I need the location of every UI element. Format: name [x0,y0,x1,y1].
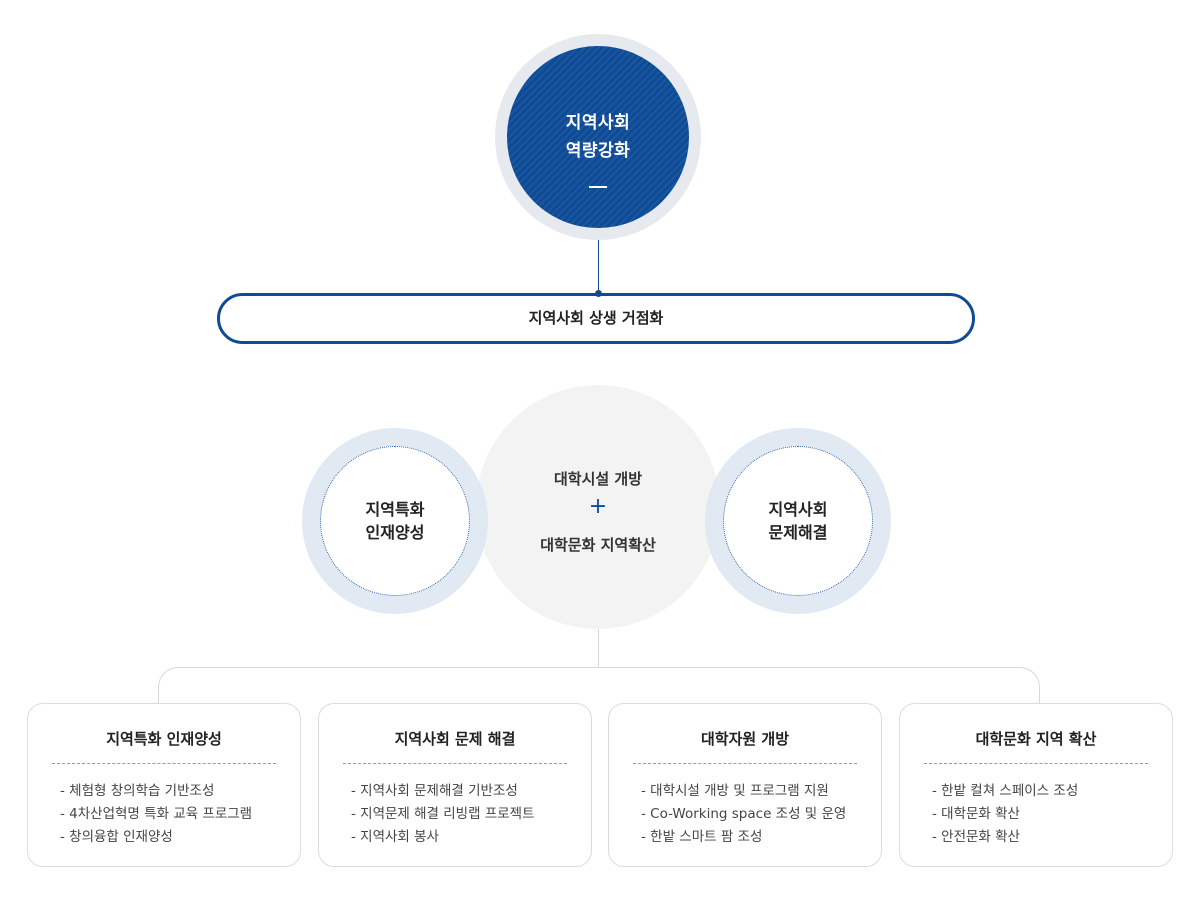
list-item: - 체험형 창의학습 기반조성 [60,783,215,799]
card-culture-spread: 대학문화 지역 확산 - 한밭 컬쳐 스페이스 조성 - 대학문화 확산 - 안… [899,703,1173,867]
center-line2: 대학문화 지역확산 [540,536,656,554]
list-item: - Co-Working space 조성 및 운영 [641,806,847,822]
center-line1: 대학시설 개방 [553,470,643,488]
plus-icon: + [588,494,608,519]
list-item: - 지역사회 봉사 [351,829,439,845]
right-circle [723,446,873,596]
right-circle-line1: 지역사회 [768,500,828,519]
list-item: - 대학문화 확산 [932,806,1020,822]
card-divider [924,763,1148,764]
connector-line-top [598,240,599,294]
left-circle-line1: 지역특화 [365,500,425,519]
card-list: - 지역사회 문제해결 기반조성 - 지역문제 해결 리빙랩 프로젝트 - 지역… [351,780,535,849]
top-circle-line2: 역량강화 [565,141,631,161]
card-title: 대학자원 개방 [700,730,790,748]
hub-pill: 지역사회 상생 거점화 [217,293,975,344]
card-talent: 지역특화 인재양성 - 체험형 창의학습 기반조성 - 4차산업혁명 특화 교육… [27,703,301,867]
list-item: - 한밭 스마트 팜 조성 [641,829,763,845]
card-list: - 체험형 창의학습 기반조성 - 4차산업혁명 특화 교육 프로그램 - 창의… [60,780,252,849]
dash-mark [589,186,607,188]
connector-dot [595,290,602,297]
card-divider [633,763,857,764]
top-circle-line1: 지역사회 [565,113,631,133]
list-item: - 지역사회 문제해결 기반조성 [351,783,518,799]
card-list: - 대학시설 개방 및 프로그램 지원 - Co-Working space 조… [641,780,846,849]
top-circle: 지역사회 역량강화 [507,46,689,228]
card-title: 대학문화 지역 확산 [975,730,1097,748]
card-divider [52,763,276,764]
card-resource-opening: 대학자원 개방 - 대학시설 개방 및 프로그램 지원 - Co-Working… [608,703,882,867]
list-item: - 한밭 컬쳐 스페이스 조성 [932,783,1079,799]
list-item: - 창의융합 인재양성 [60,829,173,845]
list-item: - 지역문제 해결 리빙랩 프로젝트 [351,806,535,822]
left-circle-line2: 인재양성 [365,523,425,542]
connector-line-bottom [598,629,599,667]
right-circle-label: 지역사회 문제해결 [705,498,891,544]
card-title: 지역특화 인재양성 [106,730,222,748]
right-circle-line2: 문제해결 [768,523,828,542]
list-item: - 4차산업혁명 특화 교육 프로그램 [60,806,253,822]
card-list: - 한밭 컬쳐 스페이스 조성 - 대학문화 확산 - 안전문화 확산 [932,780,1078,849]
card-title: 지역사회 문제 해결 [394,730,516,748]
center-circle [476,385,720,629]
card-connector [158,667,1040,707]
left-circle [320,446,470,596]
left-circle-label: 지역특화 인재양성 [302,498,488,544]
card-divider [343,763,567,764]
card-problem-solving: 지역사회 문제 해결 - 지역사회 문제해결 기반조성 - 지역문제 해결 리빙… [318,703,592,867]
list-item: - 안전문화 확산 [932,829,1020,845]
list-item: - 대학시설 개방 및 프로그램 지원 [641,783,829,799]
